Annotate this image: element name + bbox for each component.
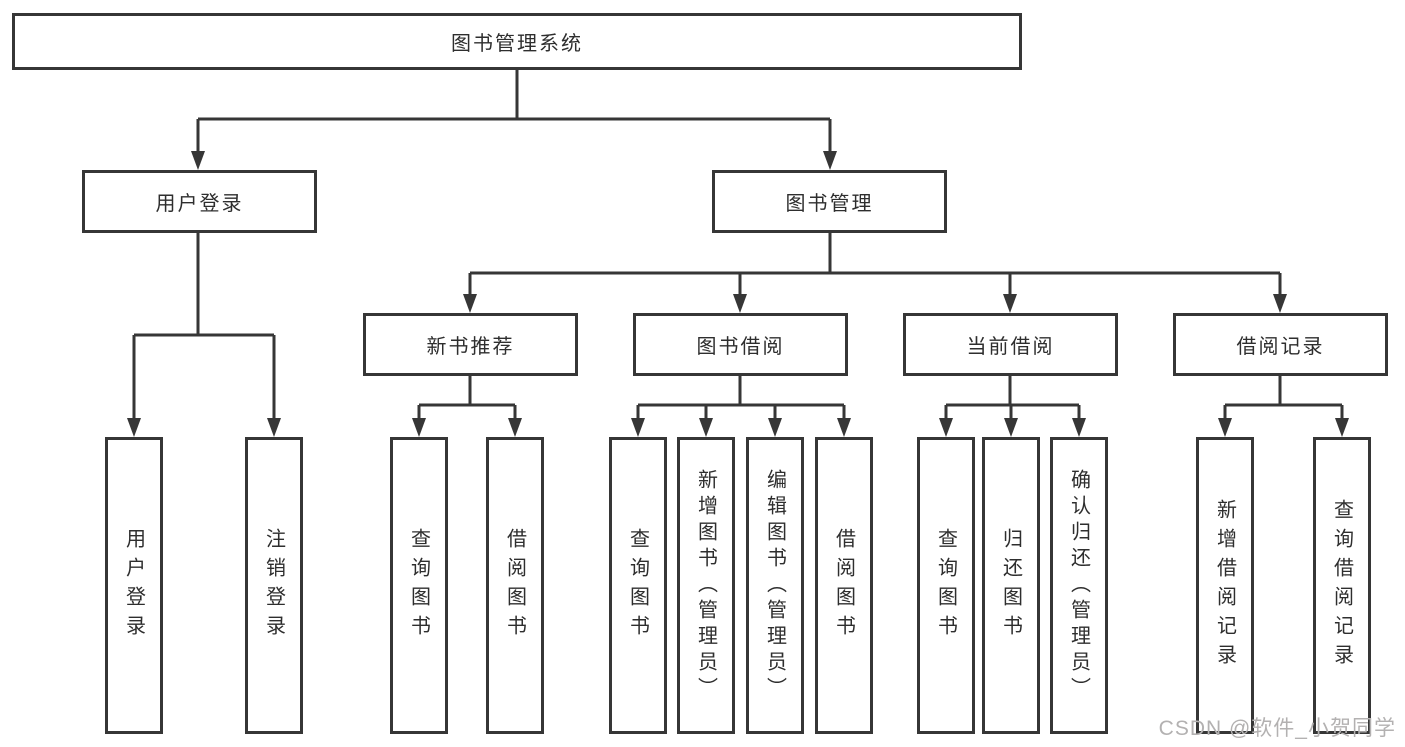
connector-records-children [1223, 376, 1344, 420]
node-add-book-admin: 新增图书（管理员） [677, 437, 735, 734]
node-query-books-current-label: 查询图书 [934, 527, 957, 644]
node-query-books-borrow-label: 查询图书 [626, 527, 649, 644]
node-query-books-current: 查询图书 [917, 437, 975, 734]
node-current-borrow-label: 当前借阅 [966, 336, 1055, 358]
connector-userlogin-children [132, 233, 276, 420]
node-query-books-recommend: 查询图书 [390, 437, 448, 734]
node-user-login-group-label: 用户登录 [155, 193, 244, 215]
node-edit-book-admin: 编辑图书（管理员） [746, 437, 804, 734]
node-logout-label: 注销登录 [262, 527, 285, 644]
node-query-borrow-record: 查询借阅记录 [1313, 437, 1371, 734]
node-add-borrow-record-label: 新增借阅记录 [1213, 498, 1236, 673]
node-confirm-return-admin-label: 确认归还（管理员） [1067, 468, 1090, 703]
node-borrow-books-recommend: 借阅图书 [486, 437, 544, 734]
watermark: CSDN @软件_小贺同学 [1158, 717, 1396, 740]
connector-root-to-level2 [196, 70, 832, 153]
connector-borrow-children [636, 376, 846, 420]
node-return-books-label: 归还图书 [999, 527, 1022, 644]
node-borrow-books: 借阅图书 [815, 437, 873, 734]
node-query-books-recommend-label: 查询图书 [407, 527, 430, 644]
connector-bookmgmt-children [468, 233, 1282, 296]
node-borrow-books-label: 借阅图书 [832, 527, 855, 644]
node-new-book-recommend: 新书推荐 [363, 313, 578, 376]
node-book-borrow: 图书借阅 [633, 313, 848, 376]
node-edit-book-admin-label: 编辑图书（管理员） [763, 468, 786, 703]
node-library-system: 图书管理系统 [12, 13, 1022, 70]
node-add-borrow-record: 新增借阅记录 [1196, 437, 1254, 734]
node-query-borrow-record-label: 查询借阅记录 [1330, 498, 1353, 673]
node-add-book-admin-label: 新增图书（管理员） [694, 468, 717, 703]
connector-current-children [944, 376, 1081, 420]
node-borrow-records-label: 借阅记录 [1236, 336, 1325, 358]
node-user-login-group: 用户登录 [82, 170, 317, 233]
node-return-books: 归还图书 [982, 437, 1040, 734]
node-book-management-label: 图书管理 [785, 193, 874, 215]
node-library-system-label: 图书管理系统 [451, 33, 583, 55]
node-borrow-books-recommend-label: 借阅图书 [503, 527, 526, 644]
node-user-login-label: 用户登录 [122, 527, 145, 644]
connector-newbook-children [417, 376, 517, 420]
node-new-book-recommend-label: 新书推荐 [426, 336, 515, 358]
node-current-borrow: 当前借阅 [903, 313, 1118, 376]
node-query-books-borrow: 查询图书 [609, 437, 667, 734]
node-confirm-return-admin: 确认归还（管理员） [1050, 437, 1108, 734]
node-book-borrow-label: 图书借阅 [696, 336, 785, 358]
node-book-management: 图书管理 [712, 170, 947, 233]
node-user-login: 用户登录 [105, 437, 163, 734]
node-borrow-records: 借阅记录 [1173, 313, 1388, 376]
node-logout: 注销登录 [245, 437, 303, 734]
